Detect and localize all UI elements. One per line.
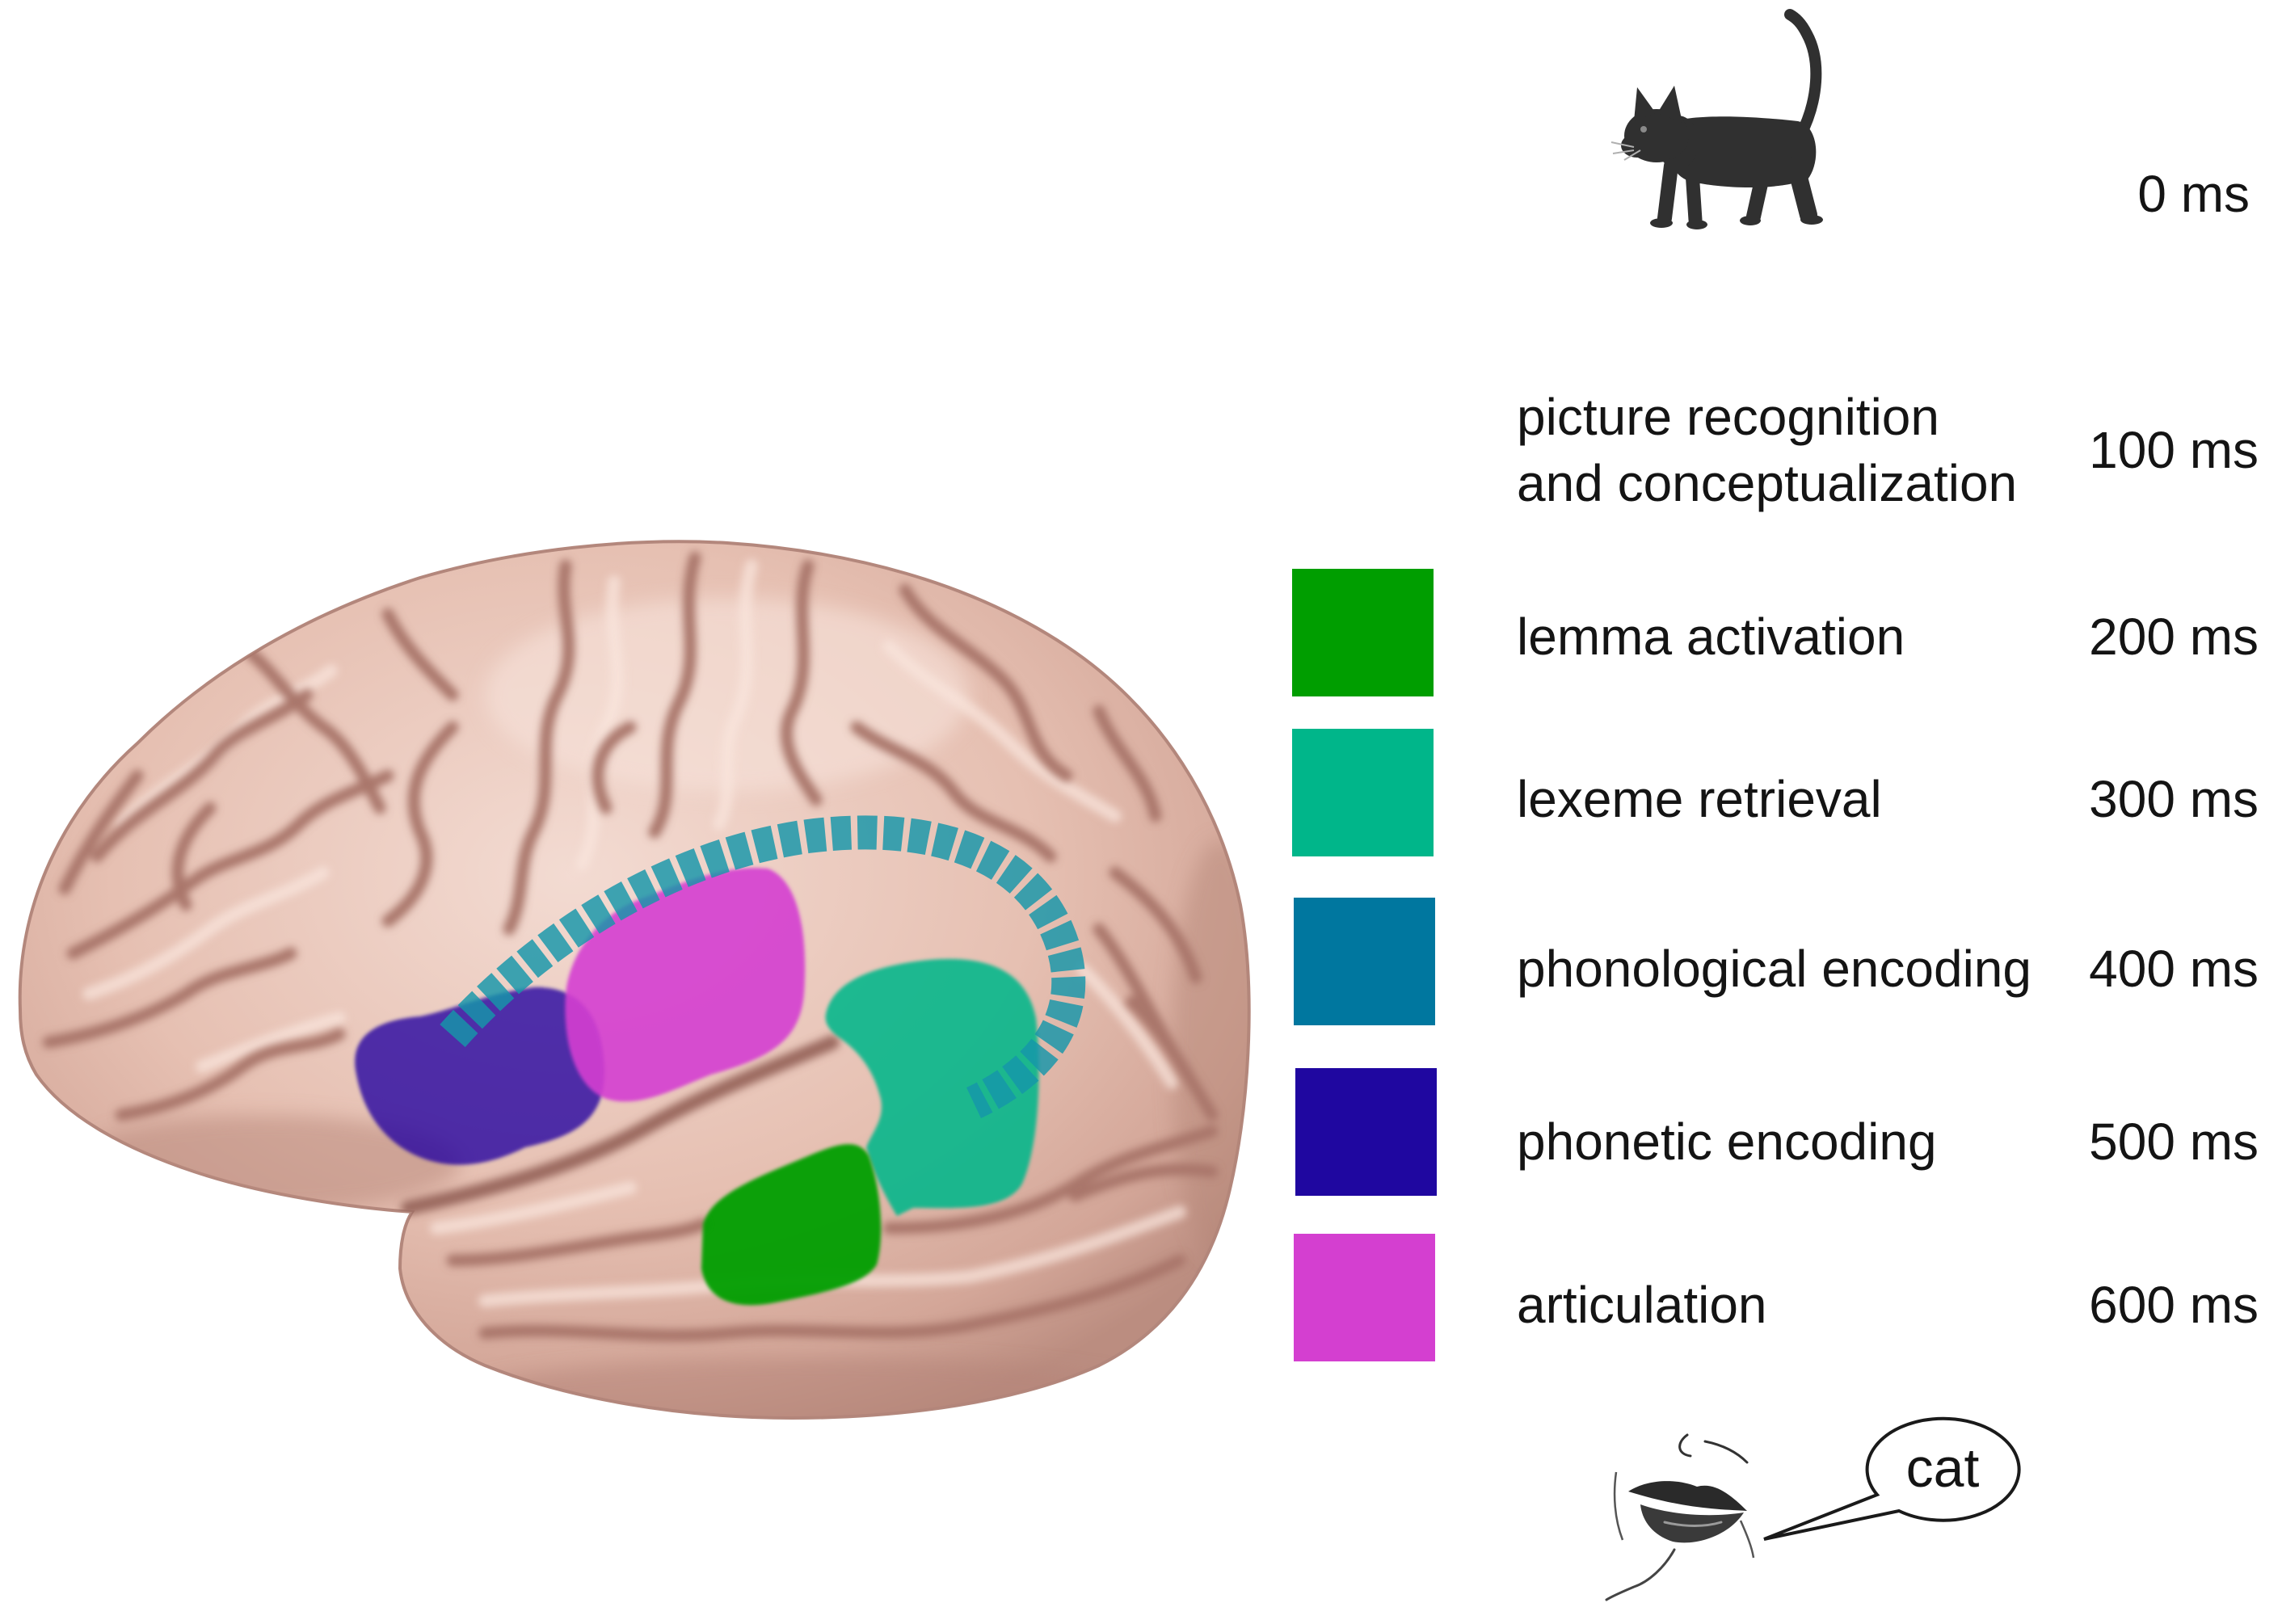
brain-sulcus [171, 801, 217, 911]
cat-paw [1686, 220, 1707, 229]
mouth-icon [1605, 1433, 1755, 1601]
lateral-sulcus [401, 1035, 840, 1215]
brain-sulcus [58, 769, 144, 895]
brain-sulcus [1093, 923, 1194, 1081]
gyrus-ridge [575, 575, 624, 871]
brain-sulcus [592, 721, 637, 814]
stage-label: lemma activation [1517, 608, 1905, 666]
jaw-line [1739, 1520, 1755, 1559]
brain-regions [355, 815, 1086, 1306]
brain-sulcus [1109, 866, 1202, 984]
gyrus-ridge [1076, 963, 1178, 1089]
stage-phonetic-encoding: phonetic encoding 500 ms [1295, 1068, 2259, 1196]
arcuate-fasciculus-phonological-encoding [440, 815, 1086, 1118]
brain-sulcus [236, 640, 386, 814]
cat-hind-leg [1787, 156, 1817, 224]
brain-shadow-occipital [1172, 840, 1249, 1260]
stage-lexeme-retrieval: lexeme retrieval 300 ms [1292, 729, 2259, 856]
superior-temporal-sulcus [882, 1125, 1219, 1235]
legend-swatch-phonetic-encoding [1295, 1068, 1437, 1196]
stage-label: phonetic encoding [1517, 1113, 1937, 1171]
chin-line [1605, 1548, 1676, 1601]
brain-sulcus [1093, 705, 1162, 823]
brain-sulcus [1068, 1163, 1219, 1202]
brain-sulcus [66, 769, 394, 960]
stage-time: 600 ms [2089, 1276, 2259, 1334]
brain-sulcus [648, 551, 701, 839]
brain-shading [73, 598, 1249, 1418]
brain-sulcus [381, 721, 459, 928]
central-sulcus [503, 559, 575, 936]
legend-swatch-lexeme-retrieval [1292, 729, 1434, 856]
cat-paw [1650, 218, 1673, 228]
stage-time: 400 ms [2089, 940, 2259, 998]
nose-curl [1678, 1433, 1692, 1458]
cheek-line [1613, 1471, 1624, 1541]
brain-sulci [42, 551, 1219, 1342]
stage-label: articulation [1517, 1276, 1767, 1334]
legend-swatch-articulation [1294, 1234, 1435, 1361]
superior-temporal-sulcus [446, 1218, 709, 1267]
stage-time: 100 ms [2089, 421, 2259, 479]
cat-body [1668, 116, 1817, 187]
legend-swatch-phonological-encoding [1294, 898, 1435, 1025]
lower-lip-highlight [1663, 1521, 1723, 1527]
speech-bubble: cat [1763, 1416, 2021, 1541]
legend-swatch-lemma-activation [1292, 569, 1434, 696]
brain-region-lemma-activation [701, 1144, 882, 1306]
nose-line [1703, 1440, 1749, 1464]
gyrus-ridge [882, 640, 1122, 823]
lower-lip [1640, 1504, 1744, 1543]
speech-bubble-outline [1763, 1416, 2021, 1541]
stage-label-line: picture recognition [1517, 388, 1939, 446]
cat-front-leg [1685, 164, 1703, 227]
brain-region-lexeme-retrieval [825, 958, 1039, 1216]
cat-icon [1610, 9, 1823, 229]
brain-sulcus [381, 608, 459, 701]
stage-label-line: and conceptualization [1517, 454, 2017, 512]
gyrus-ridge [196, 1012, 346, 1073]
gyrus-ridge [82, 866, 330, 1000]
brain-region-phonetic-encoding [355, 987, 605, 1165]
brain-sulcus [91, 688, 314, 863]
stage-lemma-activation: lemma activation 200 ms [1292, 569, 2259, 696]
cat-eye [1640, 126, 1647, 133]
cat-hind-leg [1746, 166, 1770, 224]
speech-bubble-text: cat [1906, 1437, 1980, 1499]
stage-articulation: articulation 600 ms [1294, 1234, 2259, 1361]
gyrus-ridge [430, 1181, 637, 1235]
cat-whiskers [1610, 141, 1641, 161]
brain-shadow-temporal-base [436, 1357, 1180, 1418]
stage-time: 500 ms [2089, 1113, 2259, 1171]
brain-region-articulation [565, 868, 806, 1102]
cat-left-ear [1634, 87, 1656, 121]
stage-time: 300 ms [2089, 770, 2259, 828]
cat-tail [1784, 9, 1822, 141]
brain-gyri-highlights [82, 559, 1186, 1307]
upper-lip [1628, 1481, 1747, 1511]
brain-illustration [18, 540, 1251, 1420]
intraparietal-sulcus [850, 721, 1057, 863]
stage-picture-recognition: picture recognition and conceptualizatio… [1517, 388, 2259, 512]
cat-front-leg [1657, 158, 1678, 225]
cat-paw [1800, 215, 1823, 225]
gyrus-ridge [713, 559, 758, 831]
stage-time: 200 ms [2089, 608, 2259, 666]
cat-right-ear [1657, 86, 1682, 123]
stimulus-time: 0 ms [2137, 165, 2250, 223]
inferior-temporal-sulcus [478, 1254, 1186, 1342]
brain-sulcus [899, 583, 1073, 782]
brain-texture [42, 551, 1249, 1418]
brain-sulcus [42, 947, 297, 1049]
brain-sulcus [780, 559, 823, 806]
brain-sulcus [115, 1028, 346, 1121]
stage-phonological-encoding: phonological encoding 400 ms [1294, 898, 2259, 1025]
cat-paw [1740, 216, 1761, 225]
stage-label: lexeme retrieval [1517, 770, 1882, 828]
stage-label: phonological encoding [1517, 940, 2031, 998]
